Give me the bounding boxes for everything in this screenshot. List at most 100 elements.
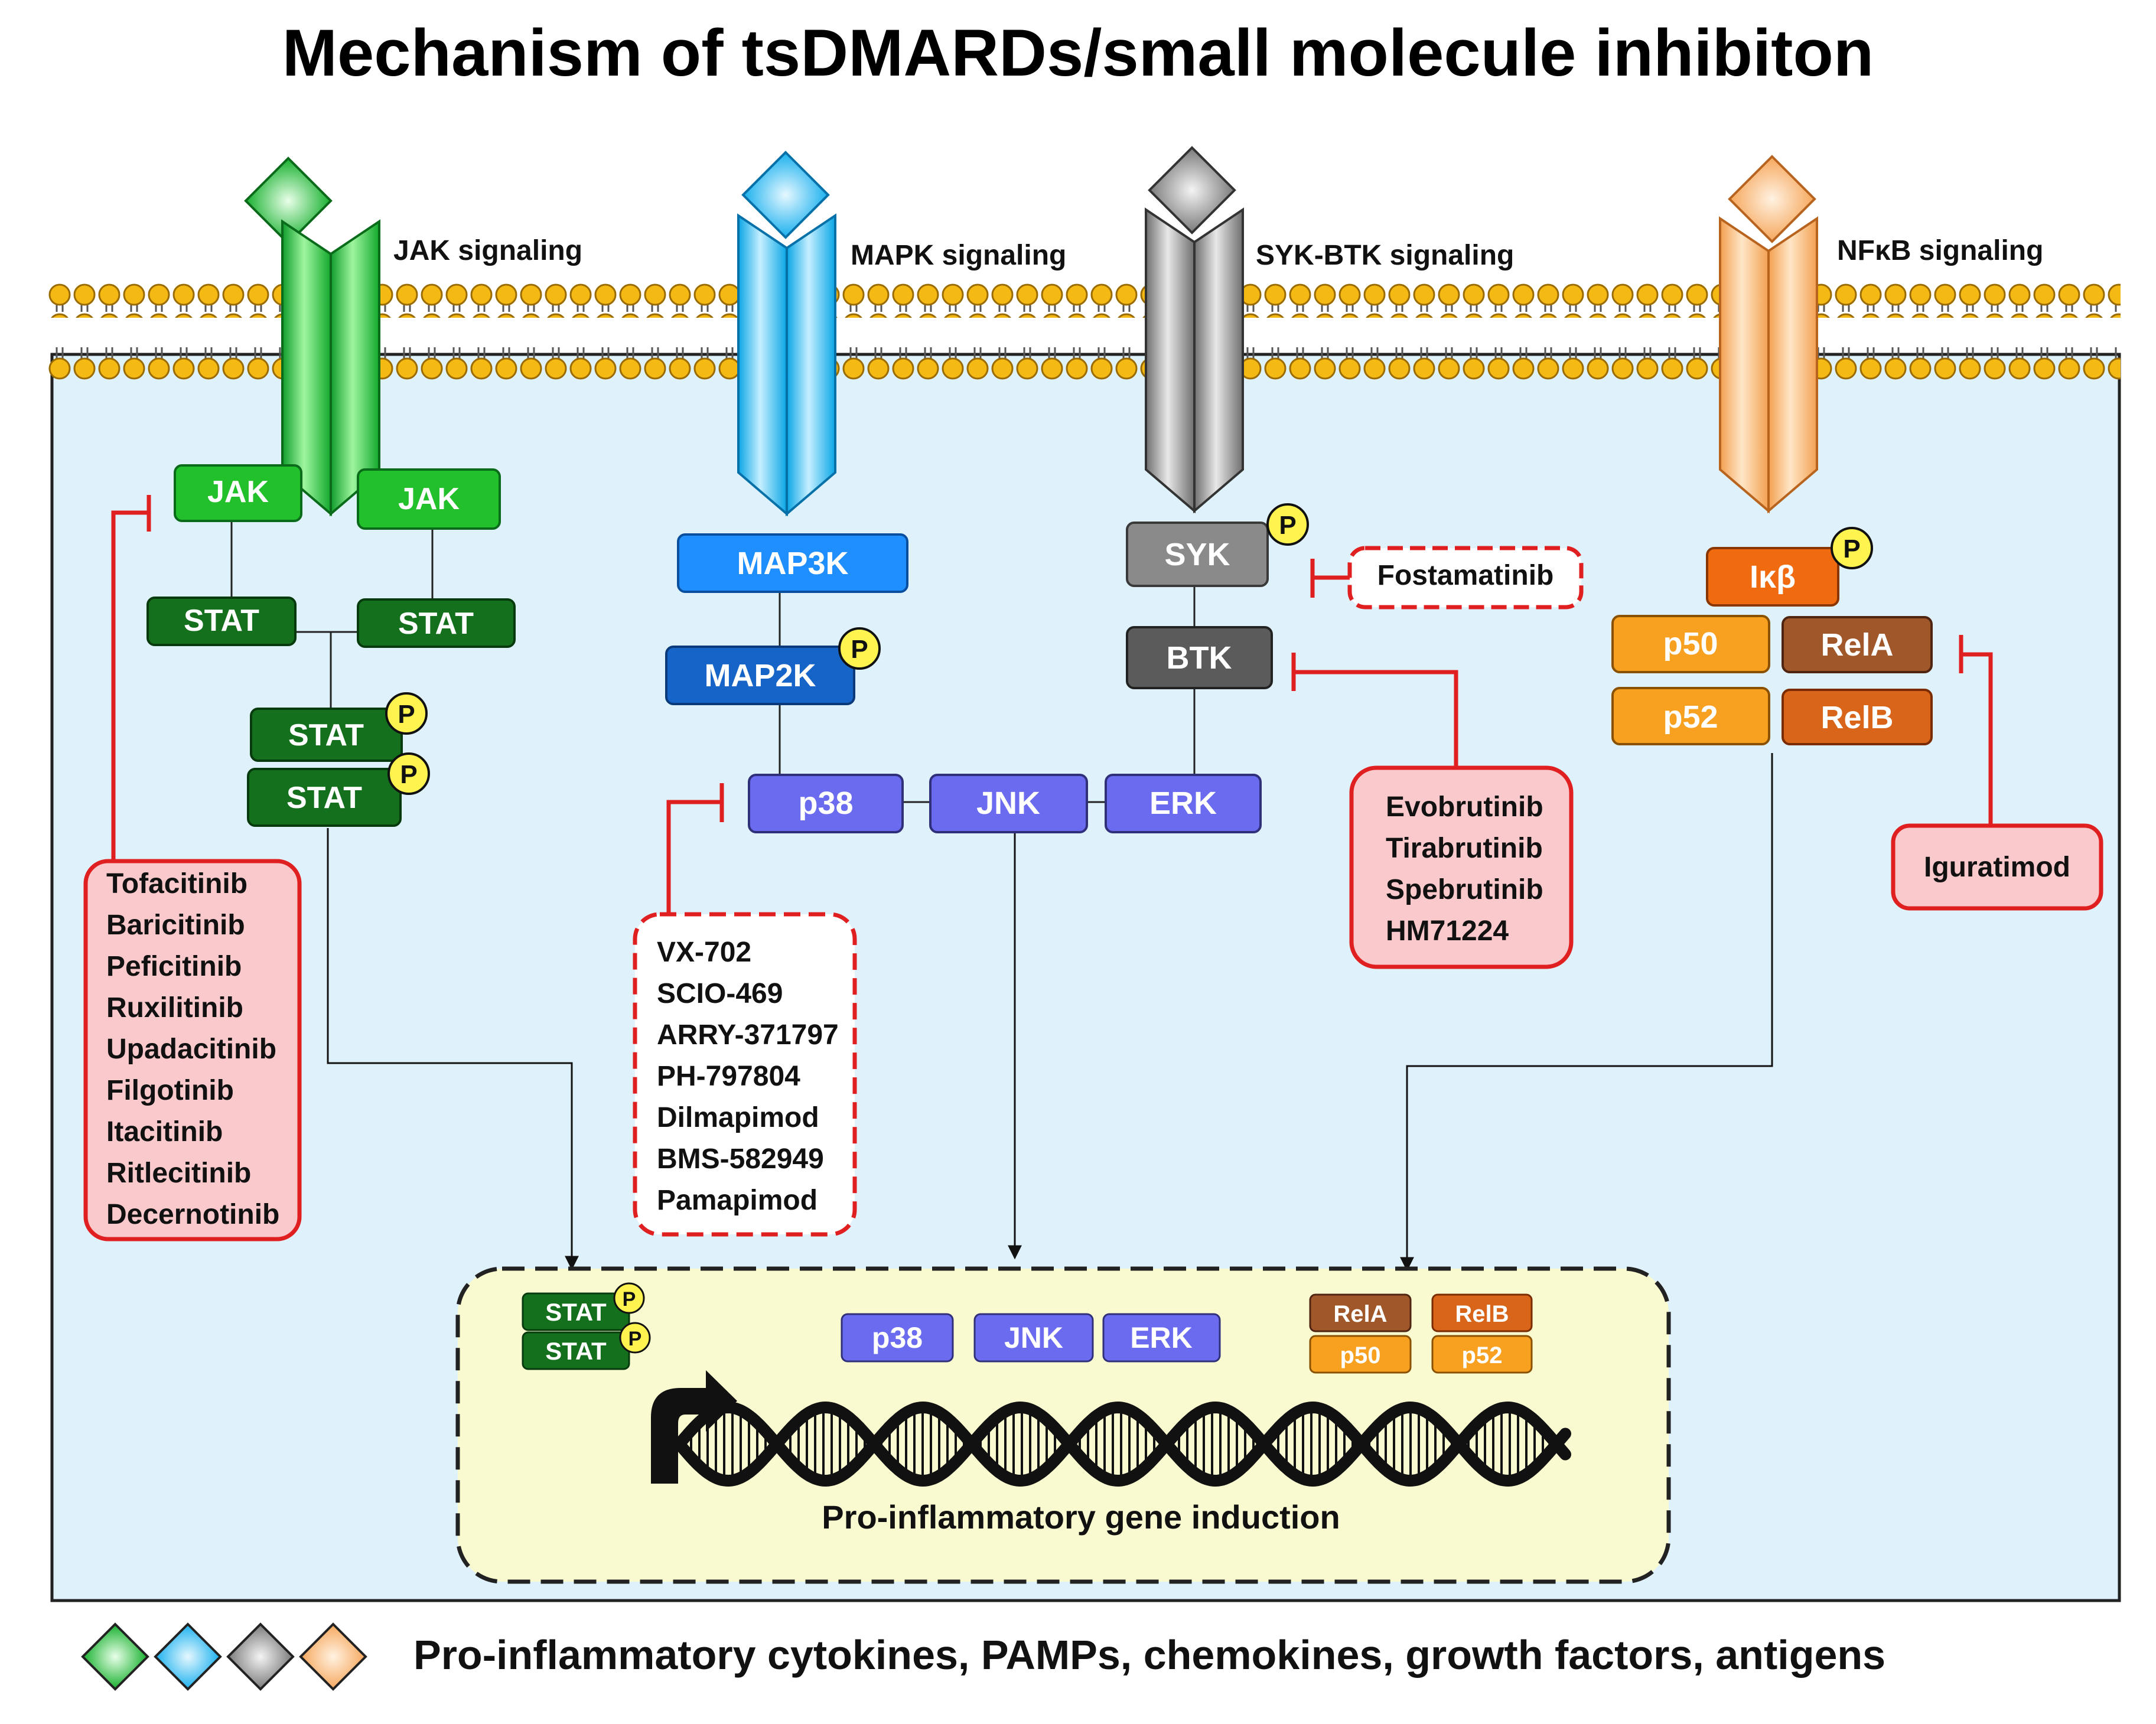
jak-protein-right: JAK xyxy=(357,468,501,530)
drug-arry-371797: ARRY-371797 xyxy=(657,1019,839,1051)
btk-protein: BTK xyxy=(1126,626,1273,689)
drug-ritlecitinib: Ritlecitinib xyxy=(106,1158,251,1189)
svg-text:SYK: SYK xyxy=(1164,537,1230,572)
pathway-connectors xyxy=(230,521,1196,803)
nucleus-p50: p50 xyxy=(1309,1335,1412,1374)
pathway-label-syk-btk: SYK-BTK signaling xyxy=(1256,240,1514,271)
transcription-start-arrow xyxy=(651,1370,737,1484)
syk-inhibitor-box: Fostamatinib xyxy=(1347,546,1584,610)
nucleus-stat-upper: STAT xyxy=(522,1292,630,1331)
nuclear-translocation-arrows xyxy=(327,753,1773,1272)
svg-text:p38: p38 xyxy=(872,1321,923,1354)
svg-text:p50: p50 xyxy=(1340,1342,1381,1368)
nucleus-erk: ERK xyxy=(1102,1313,1221,1363)
nucleus-relb: RelB xyxy=(1431,1293,1533,1332)
drug-ruxilitinib: Ruxilitinib xyxy=(106,992,243,1024)
stat-protein-left: STAT xyxy=(146,597,297,646)
syk-protein: SYK xyxy=(1126,522,1269,587)
inhibitor-lines xyxy=(111,495,1993,914)
p50-protein: p50 xyxy=(1611,615,1770,673)
svg-text:STAT: STAT xyxy=(398,607,474,641)
erk-protein: ERK xyxy=(1105,774,1262,833)
map2k-protein: MAP2K xyxy=(665,646,855,705)
phosphate-badge: P xyxy=(1831,527,1873,569)
svg-text:p50: p50 xyxy=(1663,626,1718,661)
svg-text:MAP2K: MAP2K xyxy=(704,658,816,693)
map3k-protein: MAP3K xyxy=(677,533,908,593)
svg-text:P: P xyxy=(851,635,868,664)
drug-spebrutinib: Spebrutinib xyxy=(1386,874,1543,905)
svg-text:STAT: STAT xyxy=(545,1298,607,1326)
drug-evobrutinib: Evobrutinib xyxy=(1386,791,1543,823)
mapk-receptor xyxy=(737,151,836,517)
svg-text:RelA: RelA xyxy=(1820,627,1893,663)
drug-baricitinib: Baricitinib xyxy=(106,910,245,941)
btk-inhibitor-box: Evobrutinib Tirabrutinib Spebrutinib HM7… xyxy=(1349,765,1574,969)
svg-text:JAK: JAK xyxy=(398,482,460,516)
nfkb-inhibitor-box: Iguratimod xyxy=(1891,823,2103,911)
svg-text:JNK: JNK xyxy=(976,786,1040,821)
legend-diamond-orange xyxy=(299,1622,367,1691)
p52-protein: p52 xyxy=(1611,687,1770,745)
drug-vx-702: VX-702 xyxy=(657,937,751,968)
p38-inhibitor-box: VX-702 SCIO-469 ARRY-371797 PH-797804 Di… xyxy=(633,912,857,1237)
svg-text:ERK: ERK xyxy=(1149,786,1217,821)
svg-text:P: P xyxy=(398,700,415,729)
nucleus-p52: p52 xyxy=(1431,1335,1533,1374)
jak-protein-left: JAK xyxy=(174,464,302,522)
svg-text:STAT: STAT xyxy=(286,781,362,815)
phosphate-badge: P xyxy=(387,752,430,795)
phosphate-badge: P xyxy=(385,692,428,735)
jak-receptor xyxy=(244,157,380,517)
phospho-stat-lower: STAT xyxy=(247,768,402,827)
drug-dilmapimod: Dilmapimod xyxy=(657,1102,819,1133)
phosphate-badge: P xyxy=(613,1282,645,1314)
svg-text:STAT: STAT xyxy=(545,1337,607,1365)
pathway-label-nfkb: NFκB signaling xyxy=(1837,235,2043,266)
svg-text:ERK: ERK xyxy=(1130,1321,1193,1354)
drug-pamapimod: Pamapimod xyxy=(657,1185,818,1216)
phosphate-badge: P xyxy=(1266,503,1309,546)
dna-strand-bottom xyxy=(673,1401,1571,1487)
pathway-label-jak: JAK signaling xyxy=(393,235,582,266)
drug-itacitinib: Itacitinib xyxy=(106,1116,223,1148)
dna-strand-top xyxy=(673,1401,1571,1487)
svg-text:MAP3K: MAP3K xyxy=(737,546,848,581)
svg-text:P: P xyxy=(628,1328,642,1350)
dna-double-helix xyxy=(673,1401,1571,1487)
jak-inhibitor-box: Tofacitinib Baricitinib Peficitinib Ruxi… xyxy=(83,859,302,1241)
pathway-label-mapk: MAPK signaling xyxy=(851,240,1066,271)
drug-ph-797804: PH-797804 xyxy=(657,1061,800,1092)
legend-text: Pro-inflammatory cytokines, PAMPs, chemo… xyxy=(413,1632,1885,1678)
svg-text:p38: p38 xyxy=(798,786,853,821)
svg-text:STAT: STAT xyxy=(184,604,259,638)
drug-scio-469: SCIO-469 xyxy=(657,978,783,1009)
svg-text:Iκβ: Iκβ xyxy=(1750,559,1796,595)
svg-text:RelB: RelB xyxy=(1820,700,1893,735)
nucleus-rela: RelA xyxy=(1309,1293,1412,1332)
drug-tirabrutinib: Tirabrutinib xyxy=(1386,833,1543,864)
phospho-stat-upper: STAT xyxy=(250,708,403,762)
relb-protein: RelB xyxy=(1782,689,1933,745)
svg-text:JNK: JNK xyxy=(1004,1321,1063,1354)
drug-tofacitinib: Tofacitinib xyxy=(106,868,247,900)
drug-peficitinib: Peficitinib xyxy=(106,951,242,982)
jnk-protein: JNK xyxy=(929,774,1088,833)
legend-diamond-gray xyxy=(226,1622,295,1691)
phosphate-badge: P xyxy=(619,1322,651,1354)
page-title: Mechanism of tsDMARDs/small molecule inh… xyxy=(282,16,1874,90)
svg-text:BTK: BTK xyxy=(1167,640,1232,676)
svg-text:p52: p52 xyxy=(1462,1342,1503,1368)
drug-bms-582949: BMS-582949 xyxy=(657,1143,824,1175)
nucleus-stat-lower: STAT xyxy=(522,1331,630,1370)
nucleus-jnk: JNK xyxy=(973,1313,1094,1363)
legend-diamond-blue xyxy=(154,1622,222,1691)
svg-text:P: P xyxy=(1279,511,1296,540)
phosphate-badge: P xyxy=(838,627,881,670)
drug-iguratimod: Iguratimod xyxy=(1924,852,2070,883)
svg-text:RelA: RelA xyxy=(1333,1301,1387,1327)
ikb-protein: Iκβ xyxy=(1706,547,1839,607)
syk-btk-receptor xyxy=(1145,146,1244,514)
legend-diamond-green xyxy=(81,1622,149,1691)
